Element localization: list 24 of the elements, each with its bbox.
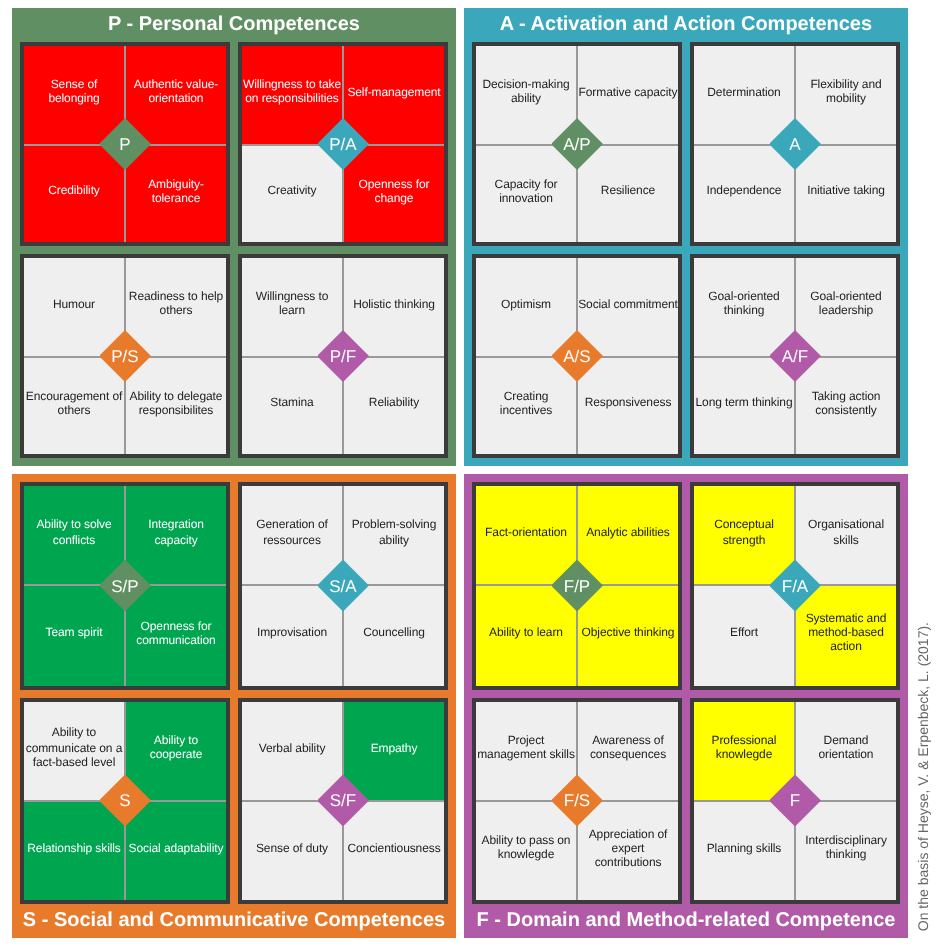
competence-panel [464, 8, 908, 466]
competence-block [20, 254, 230, 458]
competence-block [238, 482, 448, 689]
competence-panel [12, 474, 456, 938]
competence-block [20, 42, 230, 246]
competence-panel [12, 8, 456, 466]
competence-block [238, 697, 448, 904]
competence-block [238, 42, 448, 246]
competence-block [690, 254, 900, 458]
competence-block [472, 254, 682, 458]
competence-block [690, 42, 900, 246]
competence-block [690, 697, 900, 904]
panel-title: A - Activation and Action Competences [497, 12, 875, 40]
panel-title: P - Personal Competences [106, 12, 362, 40]
competence-block [690, 482, 900, 689]
competence-block [20, 697, 230, 904]
competence-block [472, 697, 682, 904]
panel-title: F - Domain and Method-related Competence [474, 908, 898, 936]
competence-block [472, 42, 682, 246]
competence-block [472, 482, 682, 689]
panel-title: S - Social and Communicative Competences [20, 908, 448, 936]
competence-block [20, 482, 230, 689]
competence-panel [464, 474, 908, 938]
competence-block [238, 254, 448, 458]
